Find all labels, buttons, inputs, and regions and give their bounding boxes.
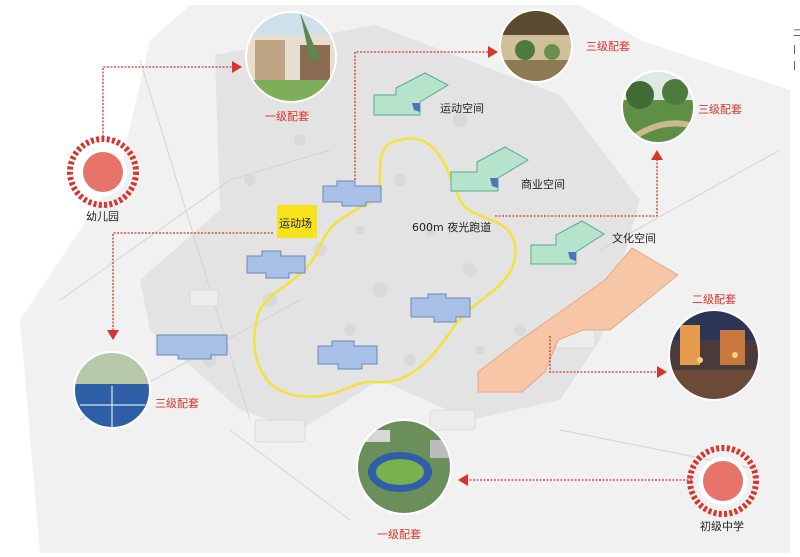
level3-right-label: 三级配套	[698, 101, 742, 117]
side-text: 二 | |	[793, 26, 800, 74]
side-text-line: |	[793, 42, 800, 58]
sports-field-label: 运动场	[279, 215, 312, 231]
side-text-line: 二	[793, 26, 800, 42]
level2-label: 二级配套	[692, 291, 736, 307]
kindergarten-label: 幼儿园	[86, 208, 119, 224]
stadium-photo	[357, 420, 452, 514]
building-5	[157, 335, 227, 359]
night-run-label: 600m 夜光跑道	[412, 219, 491, 235]
level1-bottom-label: 一级配套	[377, 526, 421, 542]
middle-school-label: 初级中学	[700, 518, 744, 534]
level1-top-label: 一级配套	[265, 108, 309, 124]
level3-right-photo	[622, 71, 694, 143]
level3-top-label: 三级配套	[586, 38, 630, 54]
tennis-court-photo	[74, 352, 150, 428]
kindergarten-photo	[246, 12, 336, 102]
level3-left-label: 三级配套	[155, 395, 199, 411]
side-text-line: |	[793, 58, 800, 74]
commercial-space-label: 商业空间	[521, 176, 565, 192]
sports-space-label: 运动空间	[440, 100, 484, 116]
cultural-space-label: 文化空间	[612, 230, 656, 246]
night-scene-photo	[669, 310, 759, 400]
level3-top-photo	[500, 10, 572, 82]
